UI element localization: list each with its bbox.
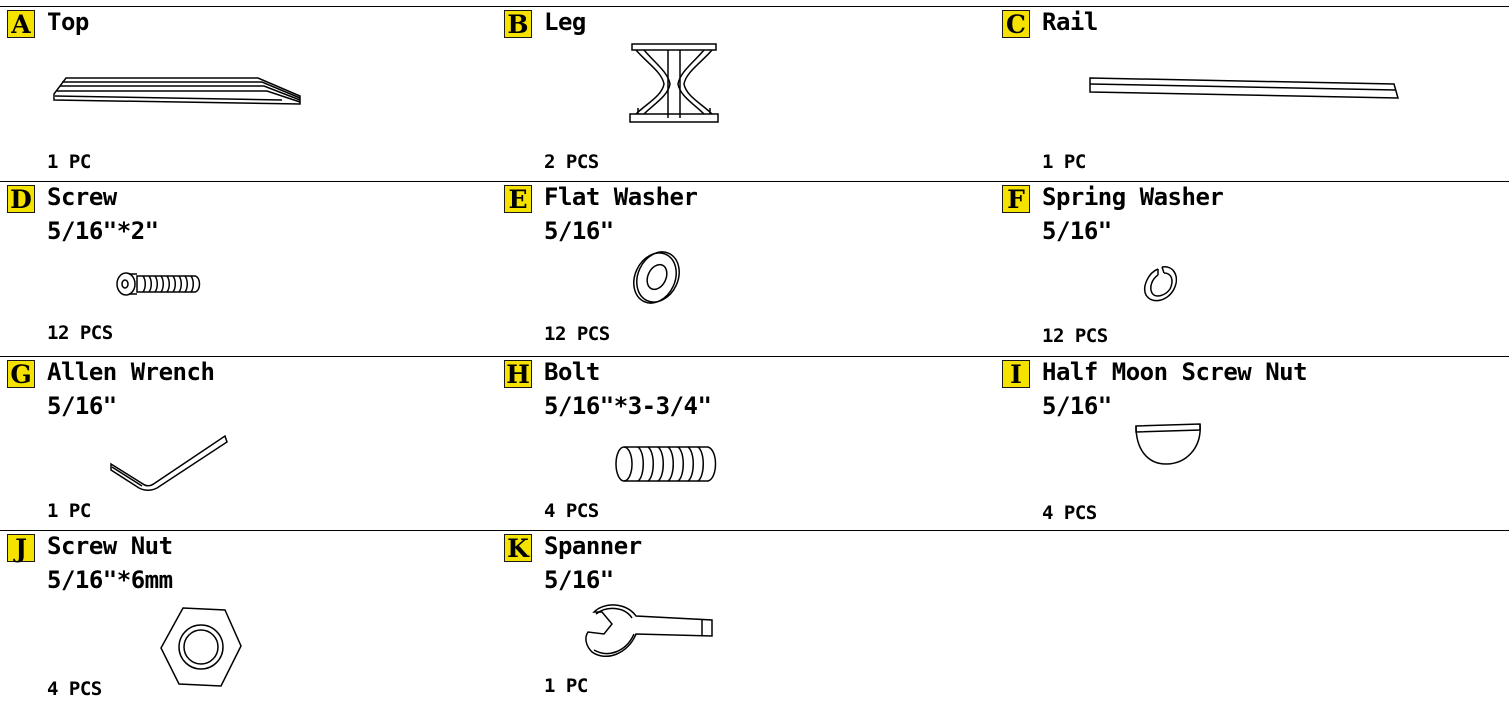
part-cell-e: E Flat Washer 5/16" 12 PCS [504,183,1004,357]
bolt-icon [614,444,718,484]
rail-icon [1088,76,1400,100]
part-letter-badge: C [1002,10,1030,38]
part-letter-badge: I [1002,360,1030,388]
part-quantity: 1 PC [47,500,91,522]
part-cell-i: I Half Moon Screw Nut 5/16" 4 PCS [1002,358,1502,532]
part-letter-badge: J [7,534,35,562]
part-name: Spanner [544,532,642,560]
part-quantity: 12 PCS [47,322,113,344]
half-moon-nut-icon [1132,420,1204,466]
row-divider-3 [0,530,1509,531]
part-name: Half Moon Screw Nut [1042,358,1308,386]
screw-icon [115,271,201,297]
spring-washer-icon [1140,263,1182,305]
part-letter-badge: D [7,185,35,213]
part-quantity: 2 PCS [544,151,599,173]
part-size: 5/16" [544,217,614,245]
part-size: 5/16"*3-3/4" [544,392,712,420]
allen-wrench-icon [109,434,229,490]
part-size: 5/16" [1042,392,1112,420]
table-leg-icon [628,42,720,126]
part-cell-k: K Spanner 5/16" 1 PC [504,532,1004,706]
part-letter-badge: B [504,10,532,38]
flat-washer-icon [632,249,684,305]
part-size: 5/16" [1042,217,1112,245]
part-letter-badge: E [504,185,532,213]
part-size: 5/16" [47,392,117,420]
row-divider-1 [0,181,1509,182]
part-quantity: 1 PC [47,151,91,173]
part-cell-h: H Bolt 5/16"*3-3/4" 4 PCS [504,358,1004,532]
part-size: 5/16" [544,566,614,594]
hex-nut-icon [159,606,243,688]
part-cell-a: A Top 1 PC [7,8,507,182]
row-divider-top [0,6,1509,7]
part-name: Allen Wrench [47,358,215,386]
part-quantity: 12 PCS [1042,325,1108,347]
part-quantity: 1 PC [1042,151,1086,173]
part-name: Flat Washer [544,183,698,211]
part-letter-badge: A [7,10,35,38]
part-size: 5/16"*6mm [47,566,173,594]
part-name: Screw Nut [47,532,173,560]
part-quantity: 4 PCS [544,500,599,522]
part-letter-badge: G [7,360,35,388]
part-cell-j: J Screw Nut 5/16"*6mm 4 PCS [7,532,507,706]
part-name: Screw [47,183,117,211]
part-name: Top [47,8,89,36]
part-letter-badge: H [504,360,532,388]
part-cell-d: D Screw 5/16"*2" 12 PCS [7,183,507,357]
part-size: 5/16"*2" [47,217,159,245]
part-name: Leg [544,8,586,36]
part-name: Spring Washer [1042,183,1224,211]
spanner-icon [582,602,716,664]
part-name: Rail [1042,8,1098,36]
part-letter-badge: K [504,534,532,562]
part-quantity: 4 PCS [1042,502,1097,524]
part-cell-b: B Leg 2 PCS [504,8,1004,182]
row-divider-2 [0,356,1509,357]
part-cell-c: C Rail 1 PC [1002,8,1502,182]
part-cell-f: F Spring Washer 5/16" 12 PCS [1002,183,1502,357]
part-cell-g: G Allen Wrench 5/16" 1 PC [7,358,507,532]
part-quantity: 12 PCS [544,323,610,345]
tabletop-icon [52,76,302,106]
part-name: Bolt [544,358,600,386]
part-quantity: 4 PCS [47,678,102,700]
part-letter-badge: F [1002,185,1030,213]
part-quantity: 1 PC [544,675,588,697]
